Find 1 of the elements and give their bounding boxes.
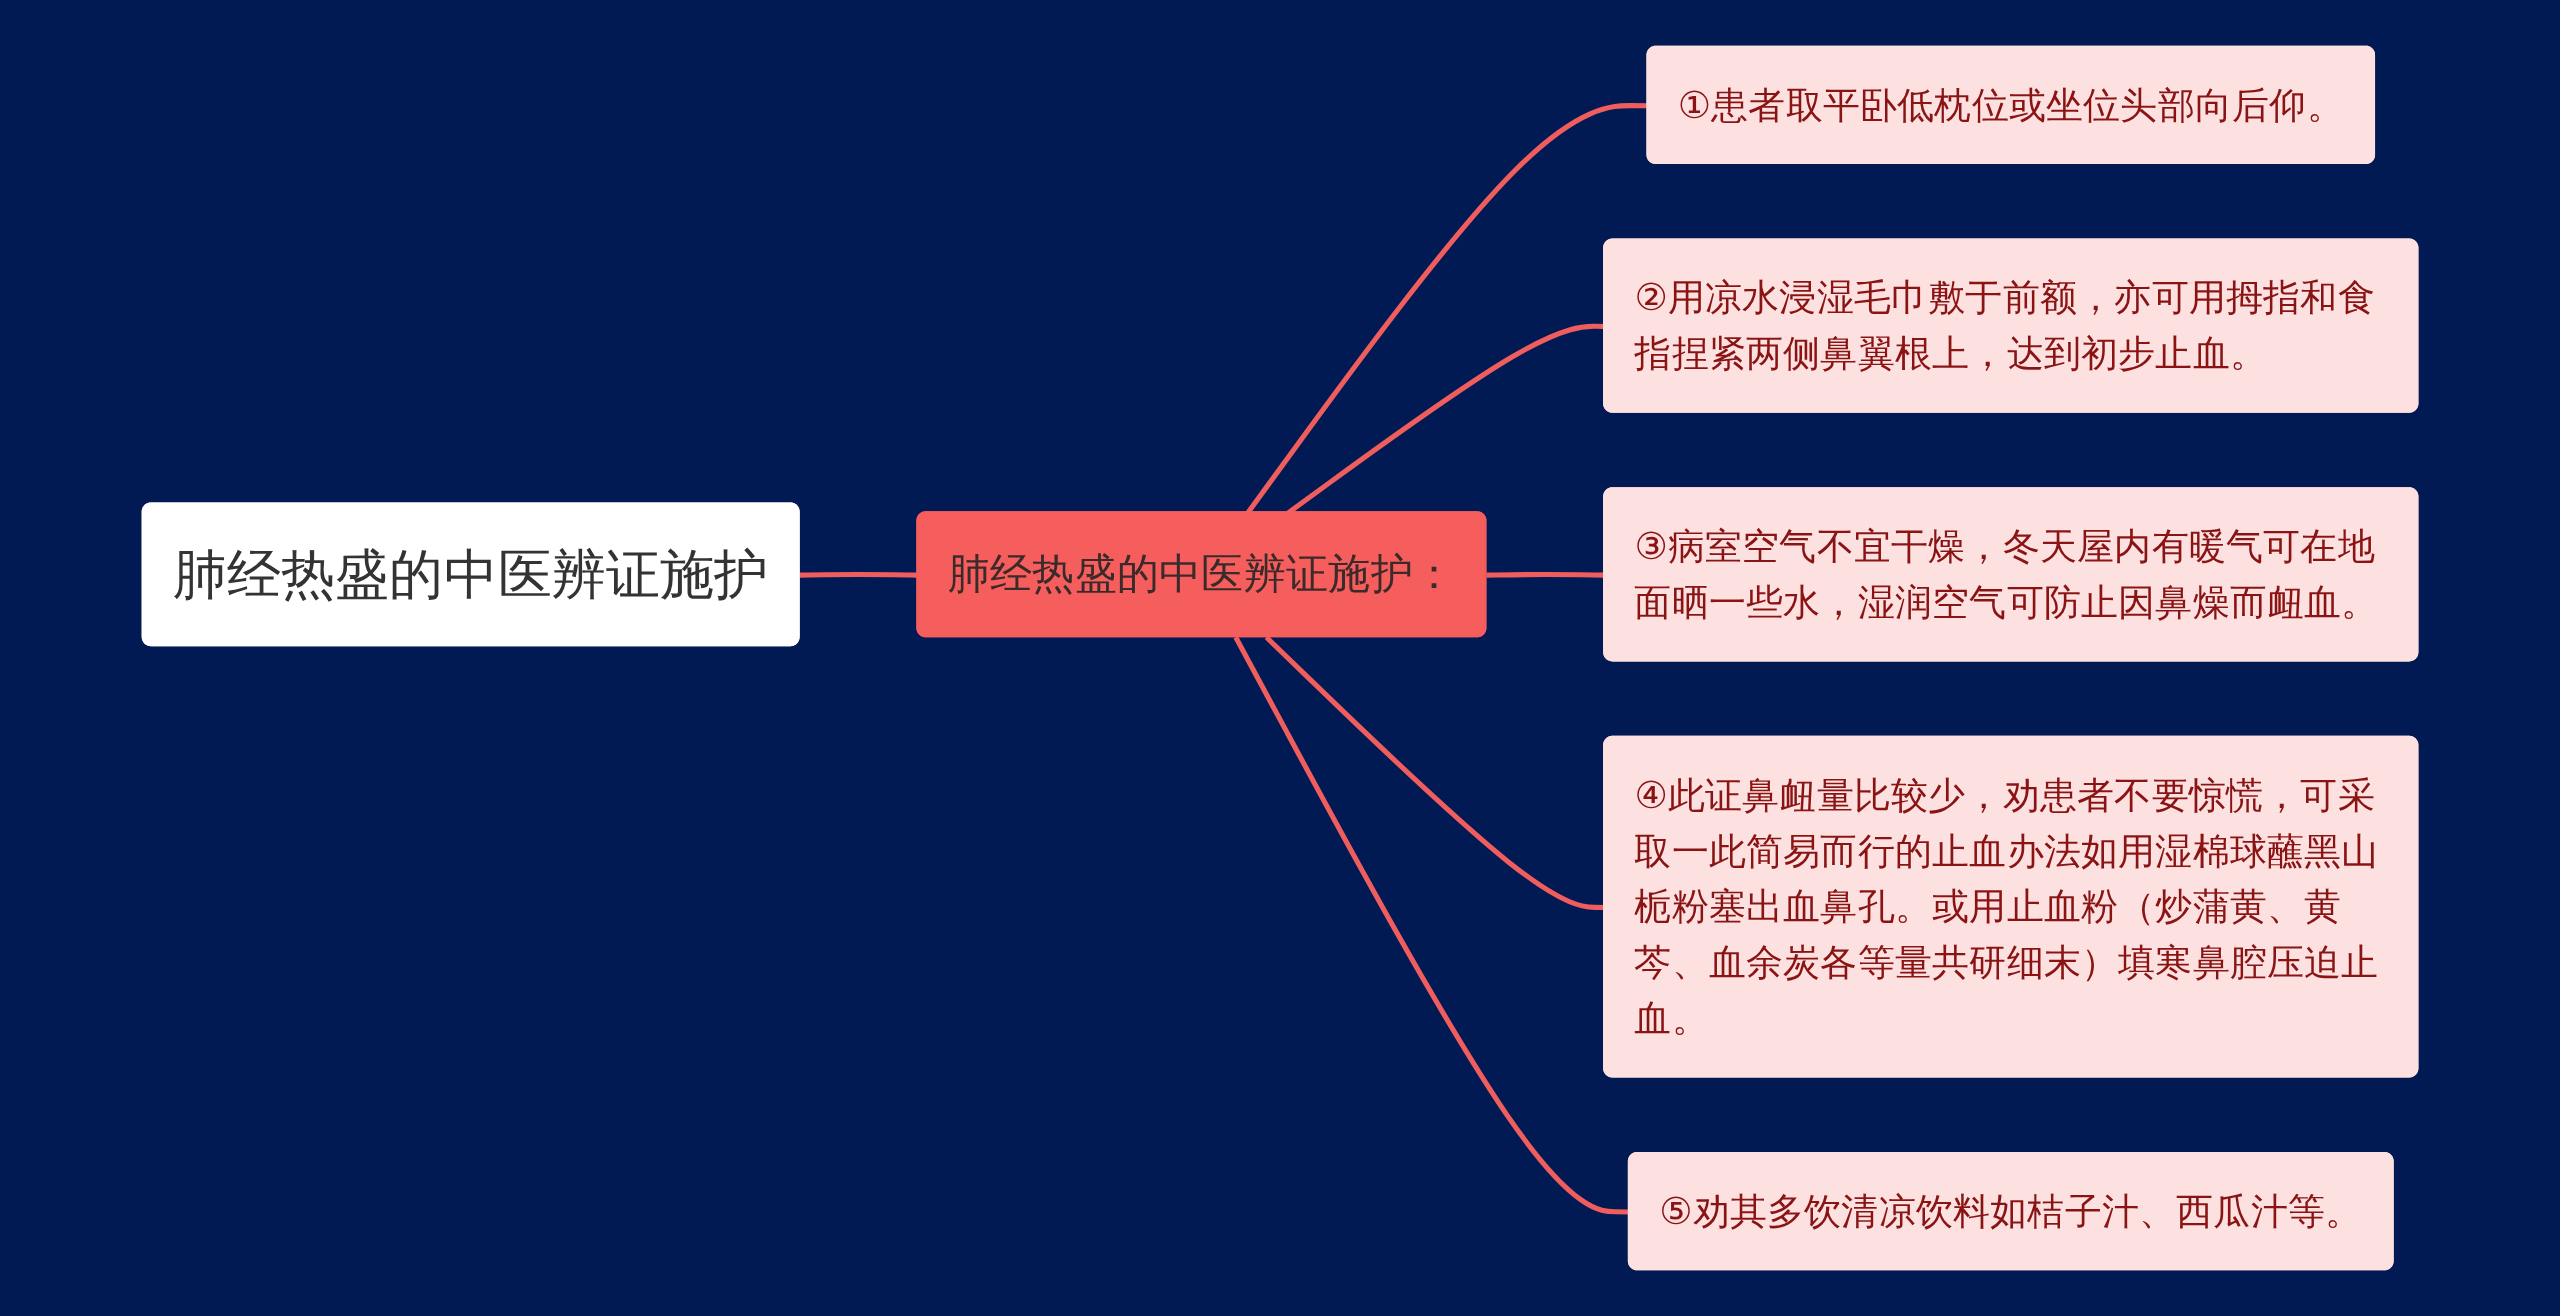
connector	[1486, 572, 1605, 578]
